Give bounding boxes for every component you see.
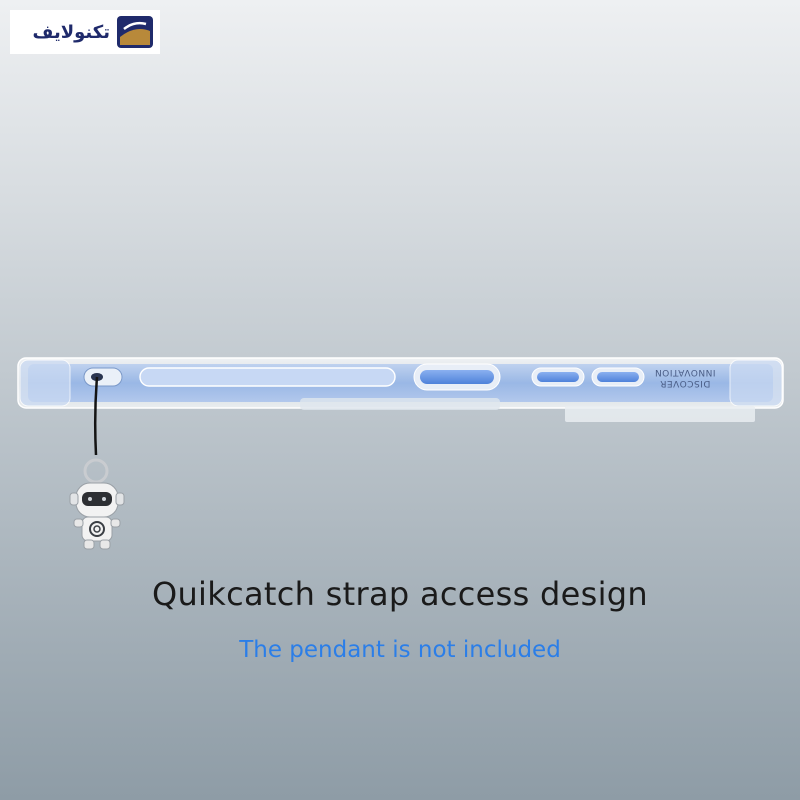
case-engraving-line1: DISCOVER: [660, 378, 711, 388]
brand-logo: تکنولایف: [10, 10, 160, 54]
headline: Quikcatch strap access design: [151, 575, 648, 613]
brand-logo-text: تکنولایف: [32, 21, 110, 43]
left-corner-bumper: [19, 359, 71, 407]
subline-note: The pendant is not included: [239, 637, 561, 663]
case-engraving-line2: INNOVATION: [654, 367, 715, 377]
right-corner-bumper: [729, 359, 783, 407]
technolife-logo-icon: [117, 16, 153, 48]
side-slot: [139, 367, 396, 387]
phone-case-side-view: DISCOVER INNOVATION: [17, 357, 784, 422]
astronaut-pendant-icon: [69, 376, 125, 550]
